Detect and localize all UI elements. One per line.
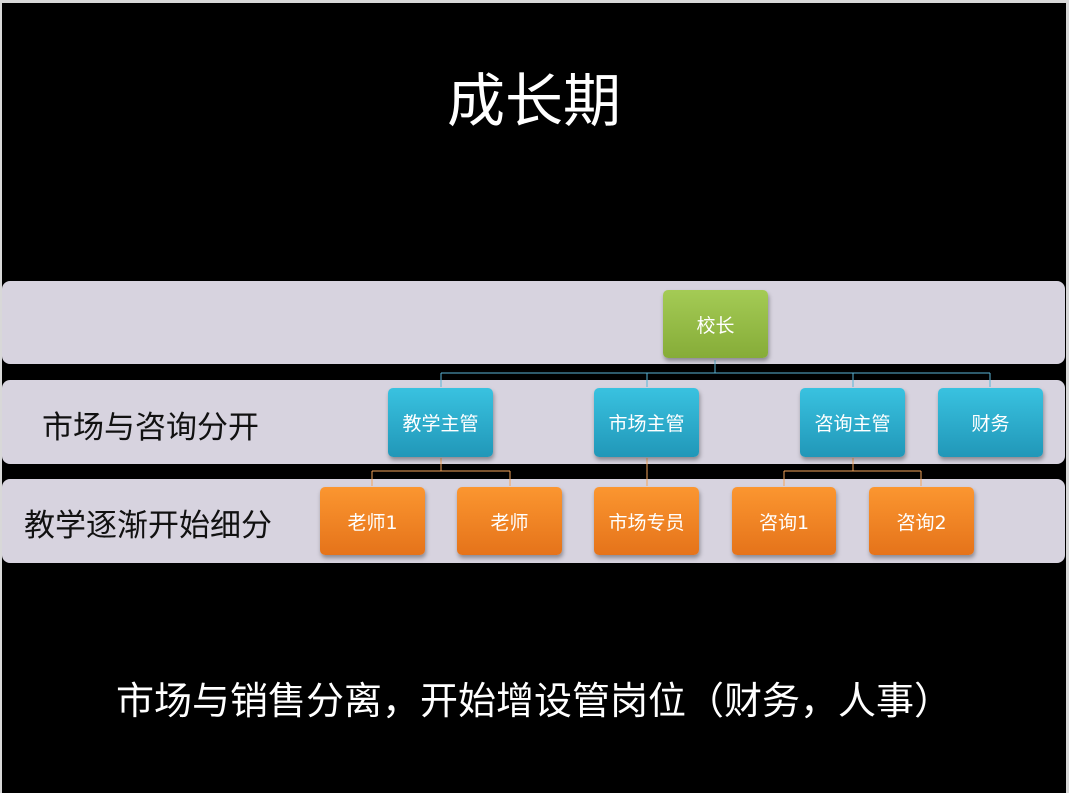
node-teaching-manager: 教学主管: [388, 388, 493, 457]
node-teacher-1: 老师1: [320, 487, 425, 555]
slide: 成长期 市场与咨询分开 教学逐渐开始细分 校长 教学主管 市场主管: [2, 3, 1066, 793]
node-principal: 校长: [663, 290, 768, 358]
node-marketing-manager: 市场主管: [594, 388, 699, 457]
node-consultant-1: 咨询1: [732, 487, 836, 555]
band-label-level-3: 教学逐渐开始细分: [24, 508, 272, 544]
node-marketing-specialist: 市场专员: [594, 487, 699, 555]
node-consulting-manager: 咨询主管: [800, 388, 905, 457]
manager-connectors: [440, 360, 991, 387]
node-finance: 财务: [938, 388, 1043, 457]
org-chart-connectors: [371, 360, 991, 486]
slide-footer-note: 市场与销售分离，开始增设管岗位（财务，人事）: [115, 679, 952, 723]
band-label-level-2: 市场与咨询分开: [42, 410, 259, 446]
staff-connectors: [371, 458, 922, 486]
node-consultant-2: 咨询2: [869, 487, 974, 555]
band-level-1: [2, 281, 1065, 364]
slide-title: 成长期: [446, 67, 621, 135]
node-teacher-2: 老师: [457, 487, 562, 555]
